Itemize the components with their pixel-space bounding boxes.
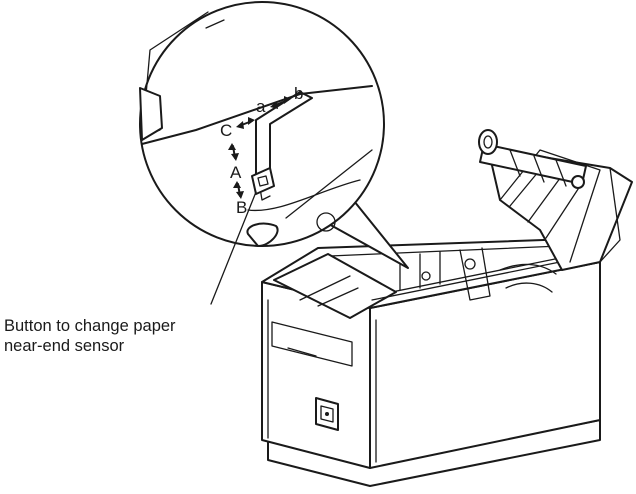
callout-label-line1: Button to change paper xyxy=(4,317,176,335)
power-switch-icon xyxy=(315,397,339,431)
double-headed-arrow-icon xyxy=(270,96,291,109)
position-label-a-lower: a xyxy=(256,97,266,116)
callout-leader-line xyxy=(210,191,257,305)
position-label-c: C xyxy=(220,121,232,140)
printer-body xyxy=(261,237,601,487)
position-label-b-lower: b xyxy=(294,84,303,103)
zoom-callout: C a b A B xyxy=(139,1,409,269)
printer-lid xyxy=(478,129,633,271)
position-label-a-upper: A xyxy=(230,163,242,182)
double-headed-arrow-icon xyxy=(233,181,244,199)
position-labels: C a b A B xyxy=(220,84,303,217)
double-headed-arrow-icon xyxy=(228,143,239,161)
callout-label-line2: near-end sensor xyxy=(4,337,125,355)
position-label-b-upper: B xyxy=(236,198,247,217)
zoom-detail xyxy=(139,11,373,247)
double-headed-arrow-icon xyxy=(236,117,255,129)
